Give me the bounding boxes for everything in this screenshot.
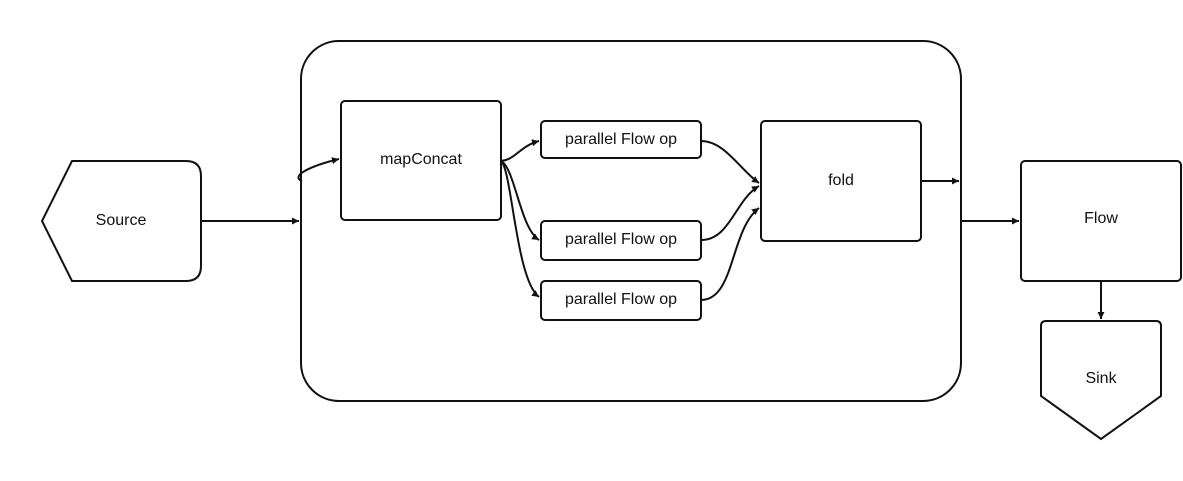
- source-node: Source: [40, 160, 202, 282]
- mapconcat-node: mapConcat: [340, 100, 502, 221]
- mapconcat-label: mapConcat: [380, 151, 462, 168]
- sink-label: Sink: [1085, 370, 1117, 387]
- flow-label: Flow: [1084, 210, 1118, 227]
- parallel-flow-op-2-label: parallel Flow op: [565, 231, 677, 248]
- flow-node: Flow: [1020, 160, 1182, 282]
- edge-parallel-1-to-fold: [700, 140, 760, 184]
- fold-node: fold: [760, 120, 922, 242]
- source-label: Source: [96, 212, 147, 229]
- edge-parallel-3-to-fold: [700, 207, 760, 301]
- parallel-flow-op-2: parallel Flow op: [540, 220, 702, 261]
- parallel-flow-op-3-label: parallel Flow op: [565, 291, 677, 308]
- edge-mapconcat-to-parallel-2: [500, 160, 540, 241]
- edge-mapconcat-to-parallel-1: [500, 139, 540, 162]
- parallel-flow-op-1-label: parallel Flow op: [565, 131, 677, 148]
- edge-parallel-2-to-fold: [700, 185, 760, 241]
- parallel-flow-op-1: parallel Flow op: [540, 120, 702, 159]
- fold-label: fold: [828, 172, 854, 189]
- parallel-flow-op-3: parallel Flow op: [540, 280, 702, 321]
- edge-container-to-mapconcat: [297, 157, 340, 182]
- sink-node: Sink: [1040, 320, 1162, 441]
- edge-mapconcat-to-parallel-3: [500, 160, 540, 298]
